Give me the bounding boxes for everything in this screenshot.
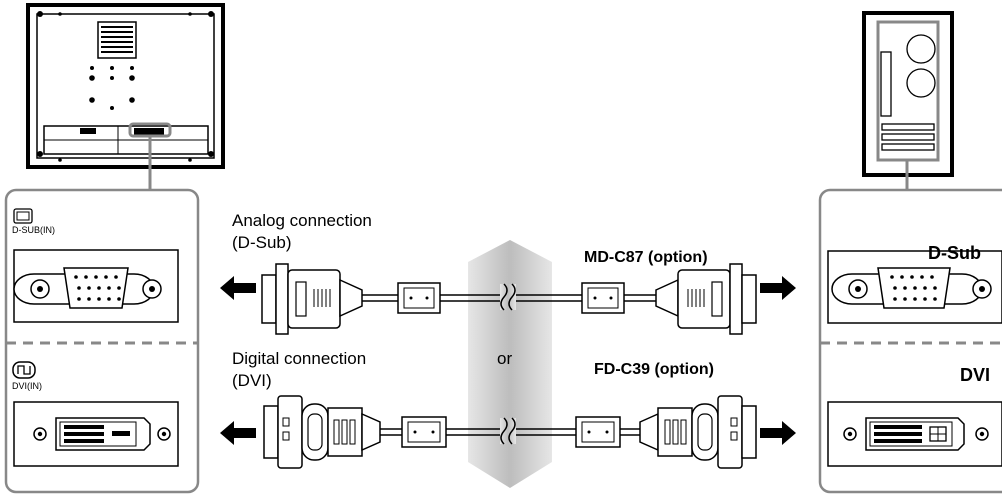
pc-dvi-label: DVI bbox=[960, 365, 991, 385]
dvi-signal-icon bbox=[12, 361, 36, 379]
left-arrow-analog bbox=[220, 276, 256, 300]
analog-connection-title: Analog connection bbox=[232, 211, 372, 230]
digital-connection-subtitle: (DVI) bbox=[232, 371, 272, 390]
digital-connection-title: Digital connection bbox=[232, 349, 367, 368]
dsub-monitor-icon bbox=[13, 208, 33, 224]
digital-cable bbox=[263, 395, 757, 469]
or-divider-shape bbox=[468, 240, 552, 488]
monitor-dsub-port bbox=[13, 249, 179, 323]
digital-cable-label: FD-C39 (option) bbox=[594, 361, 714, 378]
pc-dvi-port bbox=[827, 401, 1002, 467]
pc-tower-illustration bbox=[862, 11, 954, 177]
monitor-back-illustration bbox=[26, 3, 225, 169]
right-arrow-digital bbox=[760, 421, 796, 445]
dsub-input-label: D-SUB(IN) bbox=[12, 225, 55, 235]
pc-dsub-label: D-Sub bbox=[928, 243, 981, 263]
analog-cable-label: MD-C87 (option) bbox=[584, 249, 708, 266]
or-label: or bbox=[497, 349, 513, 368]
right-arrow-analog bbox=[760, 276, 796, 300]
monitor-dvi-port bbox=[13, 401, 179, 467]
dvi-input-label: DVI(IN) bbox=[12, 381, 42, 391]
analog-cable bbox=[261, 263, 757, 335]
pc-dsub-port bbox=[827, 250, 1002, 324]
left-arrow-digital bbox=[220, 421, 256, 445]
analog-connection-subtitle: (D-Sub) bbox=[232, 233, 292, 252]
